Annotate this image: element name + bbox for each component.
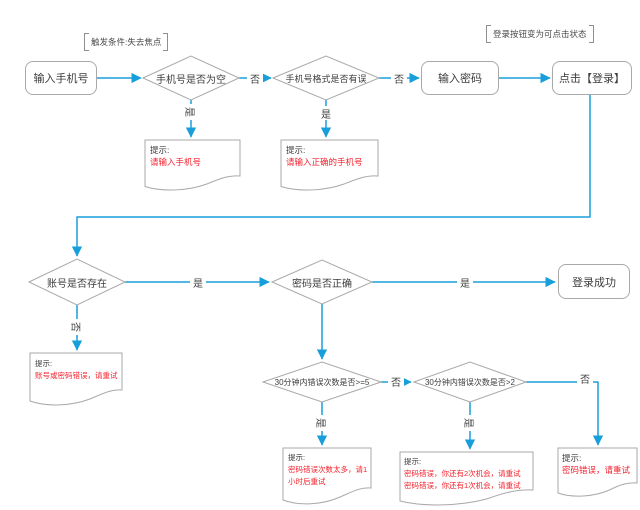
node-enter-phone: 输入手机号 [25, 61, 97, 95]
note4-shape [282, 447, 372, 505]
diamond-err-gt2-shape [412, 361, 528, 403]
note-chances-left: 提示: 密码错误，你还有2次机会，请重试 密码错误，你还有1次机会，请重试 [404, 456, 530, 492]
note-line: 密码错误，请重试 [562, 465, 631, 475]
note-title: 提示: [562, 453, 582, 463]
edge-label-no: 否 [70, 319, 84, 335]
note-line: 账号或密码错误，请重试 [35, 371, 118, 380]
note-title: 提示: [286, 145, 306, 155]
diamond-phone-empty-shape [141, 55, 241, 101]
note-title: 提示: [150, 145, 170, 155]
note-enter-phone: 提示: 请输入手机号 [150, 144, 236, 168]
note-too-many-errors: 提示: 密码错误次数太多，请1 小时后重试 [288, 452, 368, 488]
note2-shape [280, 139, 379, 191]
note-account-or-password-wrong: 提示: 账号或密码错误，请重试 [35, 358, 119, 382]
node-enter-password: 输入密码 [421, 61, 499, 95]
edge-label-no: 否 [388, 374, 404, 389]
diamond-err-ge5-shape [261, 361, 383, 403]
edge-label-yes: 是 [318, 106, 334, 121]
note-enter-correct-phone: 提示: 请输入正确的手机号 [286, 144, 374, 168]
note-line: 密码错误，你还有1次机会，请重试 [404, 481, 521, 490]
note1-shape [144, 139, 241, 191]
note-title: 提示: [35, 359, 53, 368]
note3-shape [29, 352, 123, 406]
note-title: 提示: [404, 457, 422, 466]
diamond-phone-format-shape [271, 55, 381, 101]
annotation-trigger-condition: 触发条件:失去焦点 [84, 33, 169, 51]
note-line: 密码错误次数太多，请1 [288, 465, 368, 474]
node-login-success: 登录成功 [558, 264, 630, 299]
edge-label-yes: 是 [184, 104, 198, 120]
note-title: 提示: [288, 453, 306, 462]
edge-label-no: 否 [391, 71, 407, 86]
note-password-wrong-retry: 提示: 密码错误，请重试 [562, 452, 634, 476]
edge-label-yes: 是 [190, 275, 206, 290]
edge-label-yes: 是 [463, 415, 477, 431]
edge-label-yes: 是 [315, 415, 329, 431]
edge-label-yes: 是 [457, 275, 473, 290]
note5-shape [399, 451, 534, 506]
node-click-login: 点击【登录】 [552, 61, 632, 95]
edge-label-no: 否 [577, 371, 593, 386]
edge-login-to-account [71, 95, 591, 257]
note-line: 请输入手机号 [150, 157, 202, 167]
note-line: 请输入正确的手机号 [286, 157, 363, 167]
diamond-password-correct-shape [270, 259, 374, 305]
edge-errgt2-no-to-note6 [526, 381, 604, 446]
diamond-account-exists-shape [27, 258, 127, 306]
note-line: 小时后重试 [288, 477, 326, 486]
note-line: 密码错误，你还有2次机会，请重试 [404, 469, 521, 478]
note6-shape [557, 447, 638, 497]
edge-label-no: 否 [247, 71, 263, 86]
annotation-login-button-state: 登录按钮变为可点击状态 [486, 25, 594, 43]
